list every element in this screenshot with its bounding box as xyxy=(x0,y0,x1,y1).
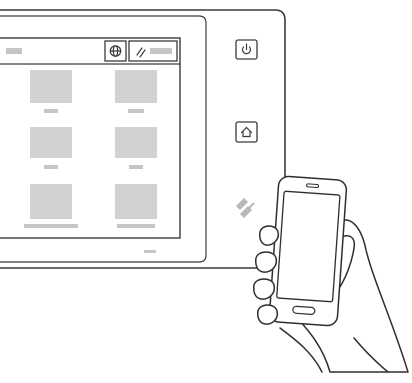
top-bar-field xyxy=(6,48,22,54)
app-tile-label xyxy=(129,165,143,169)
app-tile-label xyxy=(44,109,58,113)
language-button[interactable] xyxy=(105,41,126,61)
app-tile-label xyxy=(44,165,58,169)
hand-holding-phone xyxy=(254,176,408,372)
app-tile-label xyxy=(128,109,144,113)
phone-screen xyxy=(277,191,340,302)
home-button[interactable] xyxy=(236,122,257,142)
bezel-indicator xyxy=(144,250,156,253)
mobile-phone xyxy=(269,176,347,326)
phone-home-button xyxy=(293,306,315,315)
phone-earpiece xyxy=(306,184,318,188)
app-tile-label xyxy=(24,224,78,228)
power-button[interactable] xyxy=(236,40,257,59)
login-label-bar xyxy=(150,48,172,54)
touchscreen[interactable] xyxy=(0,38,180,238)
login-button[interactable] xyxy=(129,41,177,61)
app-tile-label xyxy=(117,224,155,228)
